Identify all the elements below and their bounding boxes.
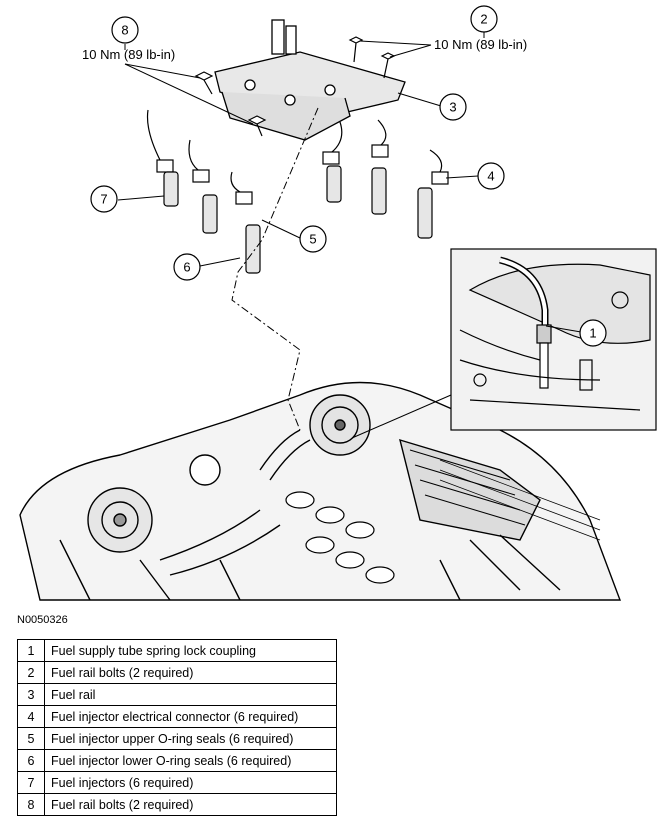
engine-illustration	[19, 381, 622, 601]
legend-num: 8	[17, 793, 45, 816]
table-row: 1 Fuel supply tube spring lock coupling	[17, 639, 337, 662]
legend-desc: Fuel injectors (6 required)	[44, 771, 337, 794]
callout-3: 3	[439, 93, 467, 121]
legend-desc: Fuel rail	[44, 683, 337, 706]
callout-2: 2 10 Nm (89 lb-in)	[434, 5, 527, 52]
svg-text:6: 6	[183, 260, 190, 275]
fuel-rail-bolts-2	[348, 36, 396, 79]
svg-text:4: 4	[487, 169, 494, 184]
svg-text:3: 3	[449, 100, 456, 115]
fuel-injectors	[146, 109, 449, 274]
fuel-rail-illustration	[214, 19, 406, 141]
parts-legend-table: 1 Fuel supply tube spring lock coupling …	[17, 639, 337, 816]
legend-num: 5	[17, 727, 45, 750]
svg-text:5: 5	[309, 232, 316, 247]
callout-4: 4	[477, 162, 505, 190]
table-row: 3 Fuel rail	[17, 683, 337, 706]
callout-5: 5	[299, 225, 327, 253]
table-row: 6 Fuel injector lower O-ring seals (6 re…	[17, 749, 337, 772]
legend-desc: Fuel rail bolts (2 required)	[44, 661, 337, 684]
svg-text:7: 7	[100, 192, 107, 207]
table-row: 8 Fuel rail bolts (2 required)	[17, 793, 337, 816]
legend-num: 7	[17, 771, 45, 794]
legend-desc: Fuel rail bolts (2 required)	[44, 793, 337, 816]
legend-desc: Fuel injector lower O-ring seals (6 requ…	[44, 749, 337, 772]
legend-num: 2	[17, 661, 45, 684]
legend-desc: Fuel injector upper O-ring seals (6 requ…	[44, 727, 337, 750]
svg-text:8: 8	[121, 23, 128, 38]
leader-lines	[117, 32, 582, 333]
figure-id: N0050326	[17, 614, 68, 626]
table-row: 2 Fuel rail bolts (2 required)	[17, 661, 337, 684]
callout-8: 8 10 Nm (89 lb-in)	[82, 16, 175, 62]
legend-desc: Fuel injector electrical connector (6 re…	[44, 705, 337, 728]
callout-6: 6	[173, 253, 201, 281]
legend-num: 1	[17, 639, 45, 662]
callout-1: 1	[579, 319, 607, 347]
callout-7: 7	[90, 185, 118, 213]
spring-lock-coupling-inset	[351, 248, 657, 439]
legend-num: 4	[17, 705, 45, 728]
table-row: 7 Fuel injectors (6 required)	[17, 771, 337, 794]
callout-2-torque-spec: 10 Nm (89 lb-in)	[434, 37, 527, 52]
installation-centerline	[231, 107, 319, 431]
exploded-view-diagram: 8 10 Nm (89 lb-in) 2 10 Nm (89 lb-in) 3 …	[19, 5, 657, 601]
table-row: 5 Fuel injector upper O-ring seals (6 re…	[17, 727, 337, 750]
svg-text:1: 1	[589, 326, 596, 341]
svg-text:2: 2	[480, 12, 487, 27]
legend-desc: Fuel supply tube spring lock coupling	[44, 639, 337, 662]
table-row: 4 Fuel injector electrical connector (6 …	[17, 705, 337, 728]
legend-num: 6	[17, 749, 45, 772]
callout-8-torque-spec: 10 Nm (89 lb-in)	[82, 47, 175, 62]
legend-num: 3	[17, 683, 45, 706]
